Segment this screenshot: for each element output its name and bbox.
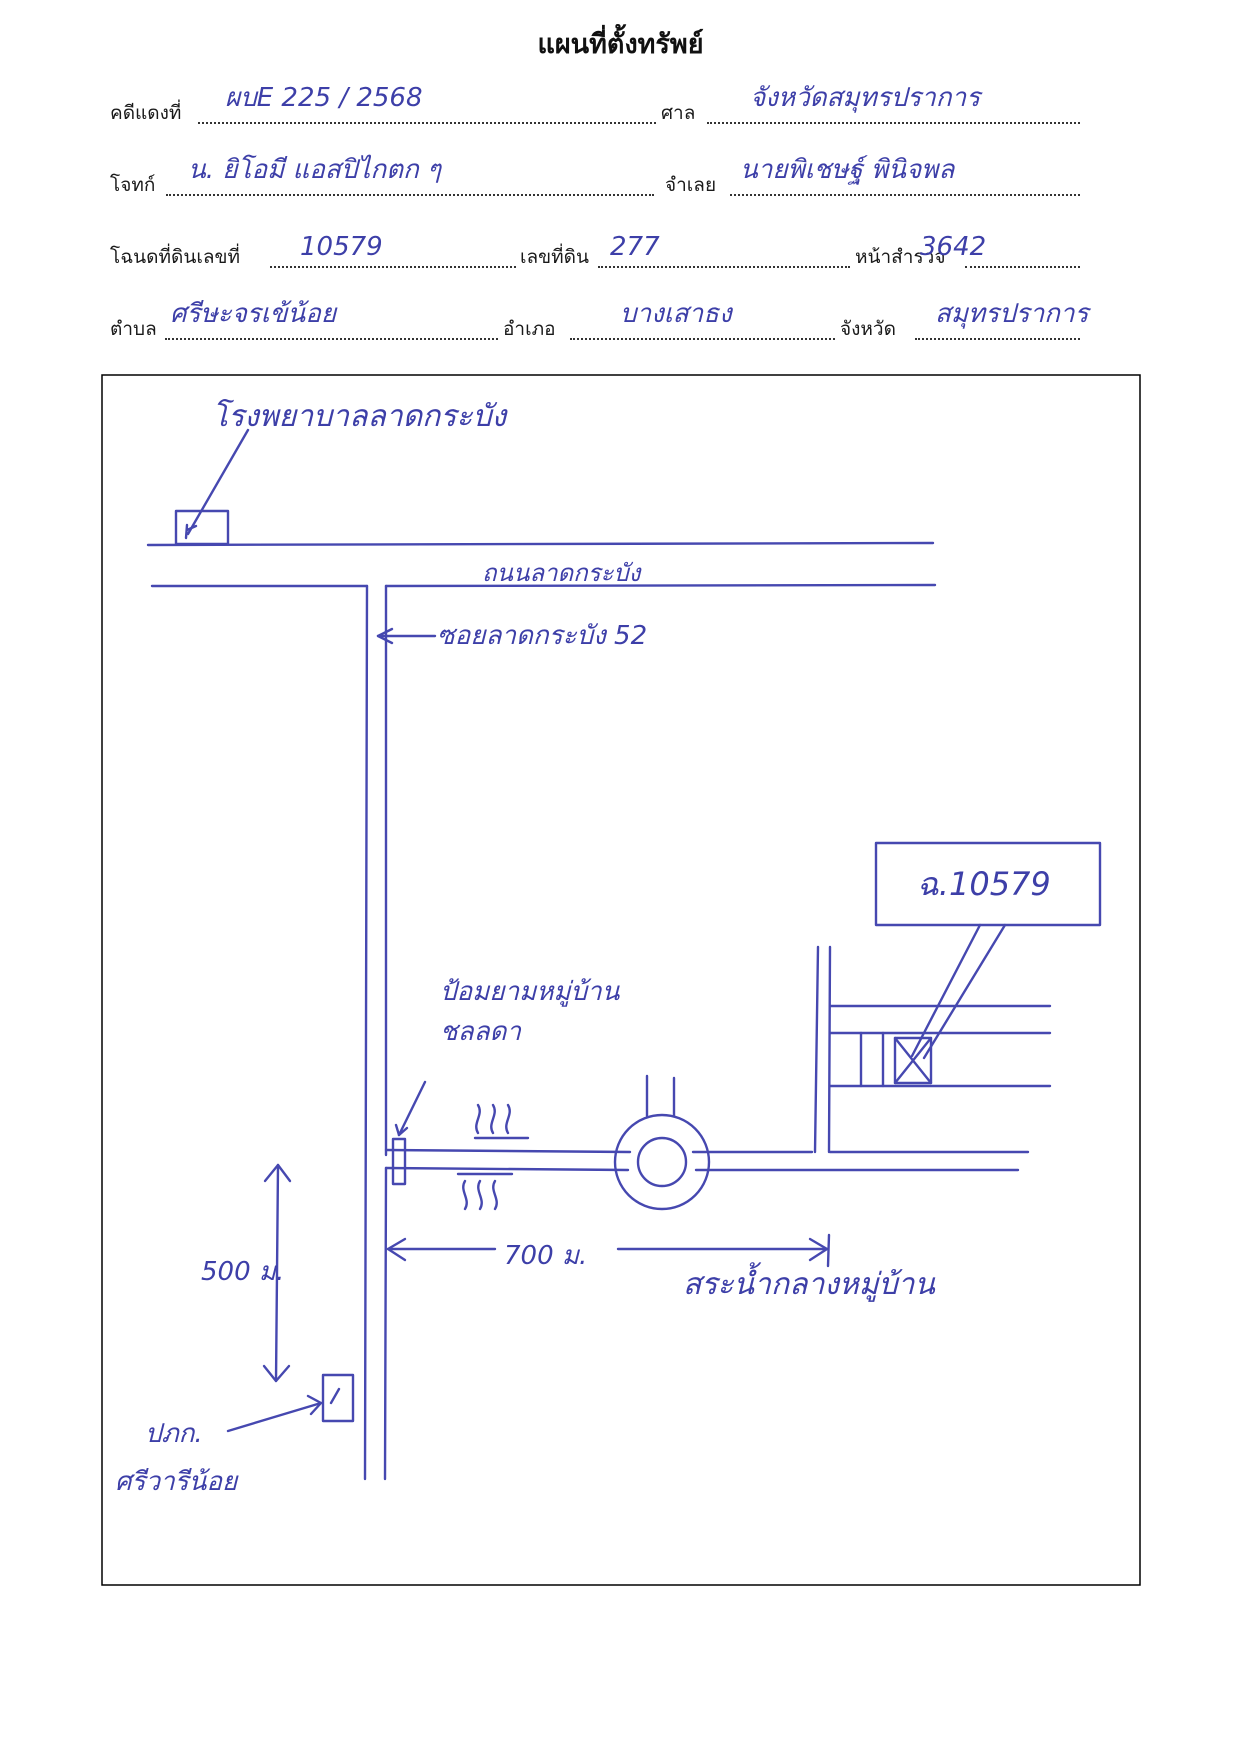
deed-box-label: ฉ.10579 (917, 865, 1051, 903)
district-label: อำเภอ (503, 318, 556, 340)
dotted-line (165, 338, 498, 340)
police-marker (321, 1373, 355, 1423)
village-road-south-west (384, 1166, 630, 1172)
map-drawing (101, 374, 1141, 1586)
land-number-label: เลขที่ดิน (520, 246, 589, 268)
distance-vertical-head-bottom (262, 1364, 291, 1383)
soi-west-edge (363, 584, 369, 1481)
police-label: ปภก. (145, 1419, 203, 1449)
hospital-pointer (186, 428, 250, 536)
distance-vertical-line (274, 1163, 280, 1383)
district-value: บางเสาธง (620, 299, 732, 329)
deed-label: โฉนดที่ดินเลขที่ (110, 246, 240, 268)
distance-horizontal-label: 700 ม. (504, 1241, 588, 1271)
survey-page-value: 3642 (920, 232, 987, 262)
distance-horizontal-head-right (808, 1237, 829, 1262)
soi-east-edge-south (383, 1166, 388, 1481)
deed-value: 10579 (300, 232, 383, 262)
village-road-north-west (384, 1148, 632, 1154)
lot-line-west-a (813, 945, 820, 1154)
dotted-line (570, 338, 835, 340)
province-value: สมุทรปราการ (935, 299, 1089, 329)
deed-label-box (874, 841, 1102, 927)
dotted-line (915, 338, 1080, 340)
water-symbol-south (456, 1172, 514, 1211)
village-gate-name: ชลลดา (440, 1017, 521, 1047)
soi-pointer-head (376, 627, 394, 645)
hospital-marker (174, 509, 230, 546)
distance-horizontal-end-tick (826, 1233, 831, 1268)
police-marker-sign (329, 1387, 341, 1405)
header-row-deed: โฉนดที่ดินเลขที่ 10579 เลขที่ดิน 277 หน้… (110, 222, 1080, 272)
subject-property-cross-b (893, 1036, 933, 1085)
dotted-line (707, 122, 1080, 124)
distance-horizontal-head-left (386, 1237, 407, 1262)
dotted-line (166, 194, 654, 196)
guard-post-marker (391, 1137, 407, 1186)
dotted-line (965, 266, 1080, 268)
survey-page-label: หน้าสำรวจ (855, 246, 946, 268)
province-label: จังหวัด (840, 318, 896, 340)
distance-vertical-label: 500 ม. (201, 1257, 285, 1287)
roundabout-outer (613, 1113, 711, 1211)
dotted-line (598, 266, 850, 268)
roundabout-inner (636, 1136, 688, 1188)
police-name: ศรีวารีน้อย (115, 1467, 238, 1497)
deed-pointer-a (910, 923, 982, 1058)
deed-pointer-b (922, 923, 1007, 1060)
plaintiff-value: น. ยิโอมี แอสปิไกตก ๆ (188, 155, 441, 185)
guard-post-pointer-head (394, 1123, 409, 1137)
distance-vertical-head-top (263, 1163, 292, 1183)
main-road-south-edge-east (384, 583, 937, 588)
defendant-value: นายพิเชษฐ์ พินิจพล (740, 155, 955, 185)
court-label: ศาล (661, 102, 696, 124)
header-row-case: คดีแดงที่ ผบE 225 / 2568 ศาล จังหวัดสมุท… (110, 78, 1080, 128)
subject-property-marker (893, 1036, 933, 1085)
header-row-location: ตำบล ศรีษะจรเข้น้อย อำเภอ บางเสาธง จังหว… (110, 294, 1089, 344)
location-map: โรงพยาบาลลาดกระบัง ถนนลาดกระบัง ซอยลาดกร… (100, 373, 1164, 1589)
header-row-parties: โจทก์ น. ยิโอมี แอสปิไกตก ๆ จำเลย นายพิเ… (110, 150, 1080, 200)
village-pool-label: สระน้ำกลางหมู่บ้าน (683, 1267, 935, 1302)
main-road-label: ถนนลาดกระบัง (482, 559, 641, 587)
main-road-north-edge (146, 541, 935, 547)
hospital-label: โรงพยาบาลลาดกระบัง (212, 399, 507, 434)
dotted-line (270, 266, 516, 268)
court-value: จังหวัดสมุทรปราการ (750, 83, 981, 113)
police-pointer-head (306, 1394, 323, 1416)
lot-line-west-b (827, 945, 832, 1154)
village-gate-label: ป้อมยามหมู่บ้าน (440, 977, 620, 1007)
case-label: คดีแดงที่ (110, 102, 182, 124)
defendant-label: จำเลย (665, 174, 717, 196)
land-number-value: 277 (610, 232, 660, 262)
plaintiff-label: โจทก์ (110, 174, 156, 196)
subdistrict-label: ตำบล (110, 318, 157, 340)
dotted-line (198, 122, 656, 124)
case-value: ผบE 225 / 2568 (225, 83, 423, 113)
water-symbol-north (473, 1103, 530, 1140)
subdistrict-value: ศรีษะจรเข้น้อย (170, 299, 337, 329)
dotted-line (730, 194, 1080, 196)
guard-post-pointer (397, 1080, 427, 1137)
page-title: แผนที่ตั้งทรัพย์ (537, 29, 704, 60)
police-pointer (226, 1401, 323, 1433)
map-frame (101, 374, 1141, 1586)
soi-label: ซอยลาดกระบัง 52 (437, 621, 648, 651)
